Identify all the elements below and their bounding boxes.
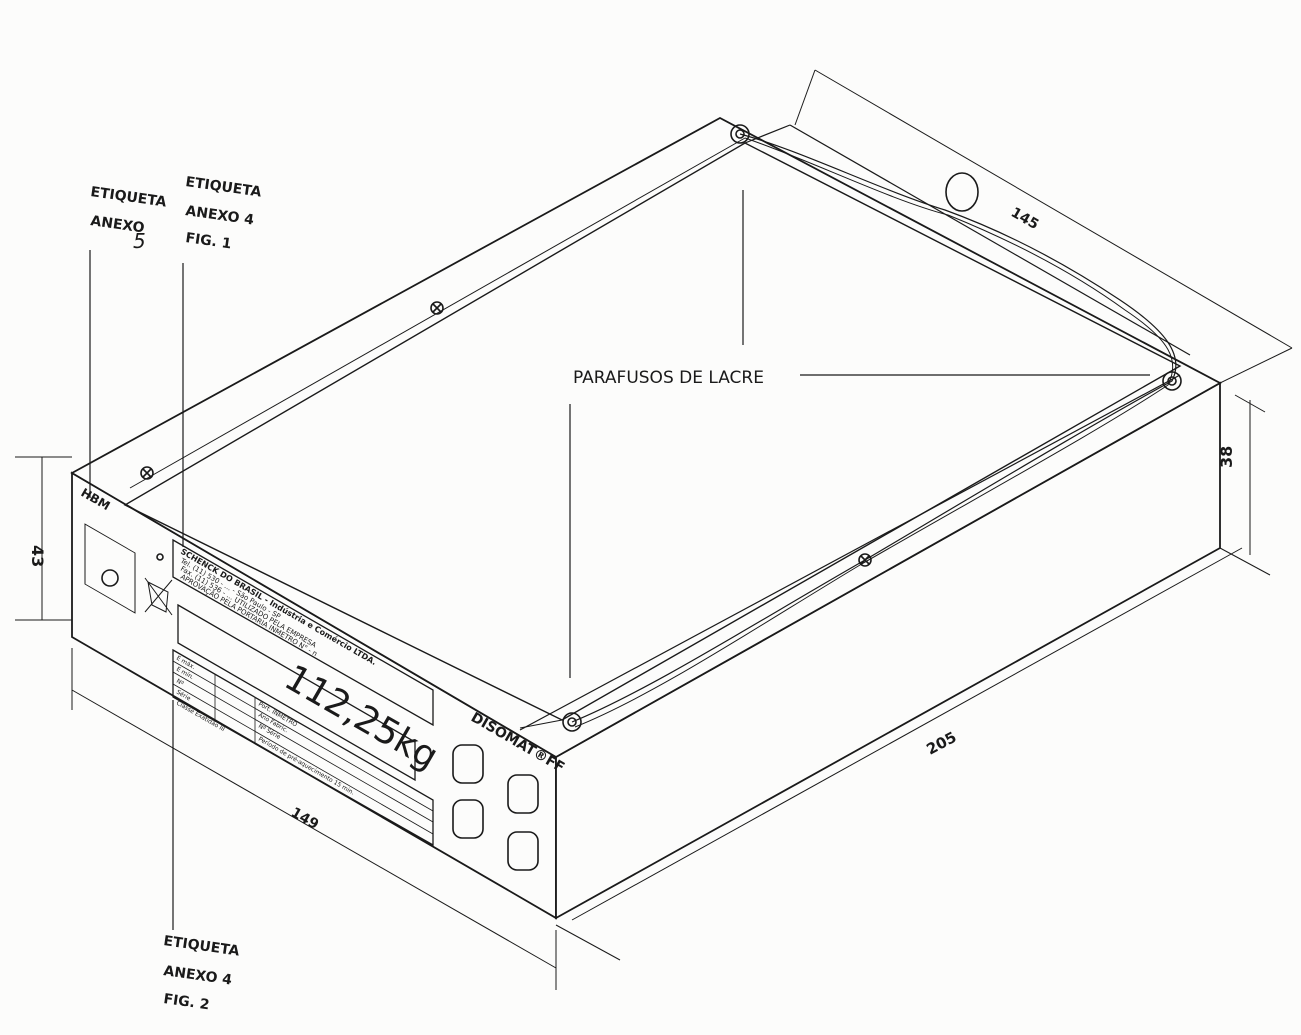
key-button <box>452 744 484 784</box>
dim-43: 43 <box>28 545 47 567</box>
screw-icon <box>730 124 750 144</box>
key-button <box>507 774 539 814</box>
label-etiqueta-4f1-line1: ETIQUETA <box>184 174 262 201</box>
label-etiqueta-4f1-line2: ANEXO 4 <box>184 203 255 228</box>
label-etiqueta-4f2-line3: FIG. 2 <box>162 991 210 1013</box>
nameplate <box>172 538 434 727</box>
label-window-5 <box>84 523 136 614</box>
top-lid <box>123 142 1182 721</box>
label-etiqueta-4f2-line1: ETIQUETA <box>162 933 240 960</box>
dim-149: 149 <box>288 805 321 833</box>
seal-wire <box>571 133 1177 723</box>
dim-38: 38 <box>1217 446 1236 468</box>
lcd-display <box>177 603 416 782</box>
key-button <box>452 799 484 839</box>
label-parafusos: PARAFUSOS DE LACRE <box>573 368 764 388</box>
lead-seal <box>945 172 979 212</box>
label-etiqueta-5-line1: ETIQUETA <box>89 184 167 211</box>
label-etiqueta-5-line3: 5 <box>133 229 146 253</box>
spec-table <box>172 648 434 847</box>
screw-icon <box>562 712 582 732</box>
dim-205: 205 <box>923 728 959 759</box>
dim-145: 145 <box>1008 205 1041 233</box>
bin-crossed-icon <box>144 577 173 616</box>
screw-icon <box>430 301 444 315</box>
knob-icon <box>101 569 119 587</box>
label-etiqueta-5-line2: ANEXO <box>89 213 145 236</box>
screw-icon <box>140 466 154 480</box>
spec-row: Nº <box>175 678 185 688</box>
label-etiqueta-4f1-line3: FIG. 1 <box>184 230 232 252</box>
key-button <box>507 831 539 871</box>
label-etiqueta-4f2-line2: ANEXO 4 <box>162 963 233 988</box>
